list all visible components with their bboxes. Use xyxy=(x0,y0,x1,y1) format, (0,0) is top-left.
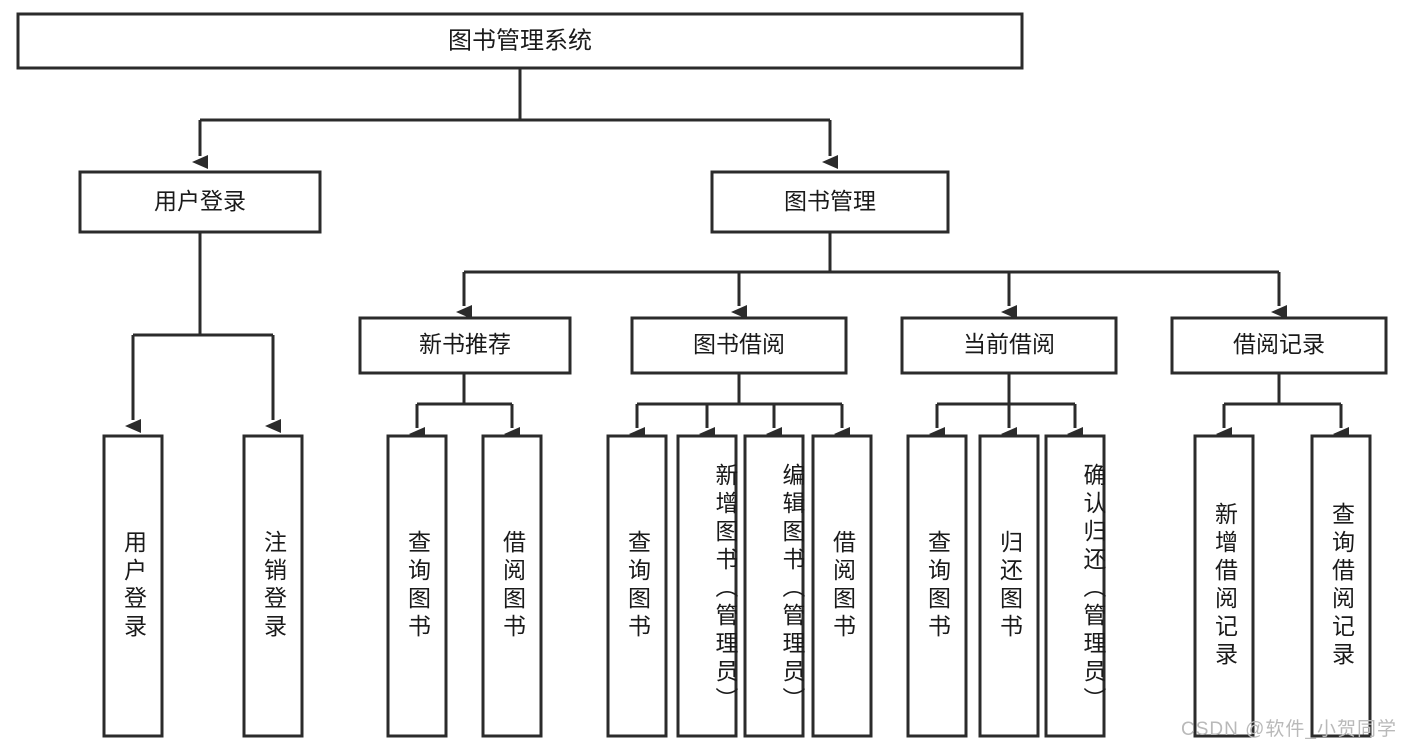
leaf-confirm-return-admin[interactable] xyxy=(1044,434,1106,738)
leaf-query-borrow-record[interactable] xyxy=(1310,434,1372,738)
node-book-borrow[interactable] xyxy=(630,316,848,375)
leaf-query-book-cb[interactable] xyxy=(906,434,968,738)
node-new-book-recommend[interactable] xyxy=(358,316,572,375)
node-user-login-label: 用户登录 xyxy=(154,188,246,214)
leaf-add-borrow-record[interactable] xyxy=(1193,434,1255,738)
leaf-return-book[interactable] xyxy=(978,434,1040,738)
node-root-label: 图书管理系统 xyxy=(448,27,592,54)
node-current-borrow-label: 当前借阅 xyxy=(963,331,1055,357)
node-user-login[interactable] xyxy=(78,170,322,234)
node-borrow-record-label: 借阅记录 xyxy=(1233,331,1325,357)
leaf-borrow-book-bb[interactable] xyxy=(811,434,873,738)
node-book-manage-label: 图书管理 xyxy=(784,188,876,214)
node-book-manage[interactable] xyxy=(710,170,950,234)
csdn-watermark: CSDN @软件_小贺同学 xyxy=(1181,719,1397,740)
leaf-add-book-admin[interactable] xyxy=(676,434,738,738)
node-root[interactable] xyxy=(16,12,1024,70)
node-current-borrow[interactable] xyxy=(900,316,1118,375)
node-borrow-record[interactable] xyxy=(1170,316,1388,375)
leaf-borrow-book-nbr[interactable] xyxy=(481,434,543,738)
leaf-edit-book-admin[interactable] xyxy=(743,434,805,738)
leaf-query-book-nbr[interactable] xyxy=(386,434,448,738)
node-book-borrow-label: 图书借阅 xyxy=(693,331,785,357)
leaf-query-book-bb[interactable] xyxy=(606,434,668,738)
node-new-book-recommend-label: 新书推荐 xyxy=(419,331,511,357)
leaf-logout[interactable] xyxy=(242,434,304,738)
leaf-user-login[interactable] xyxy=(102,434,164,738)
